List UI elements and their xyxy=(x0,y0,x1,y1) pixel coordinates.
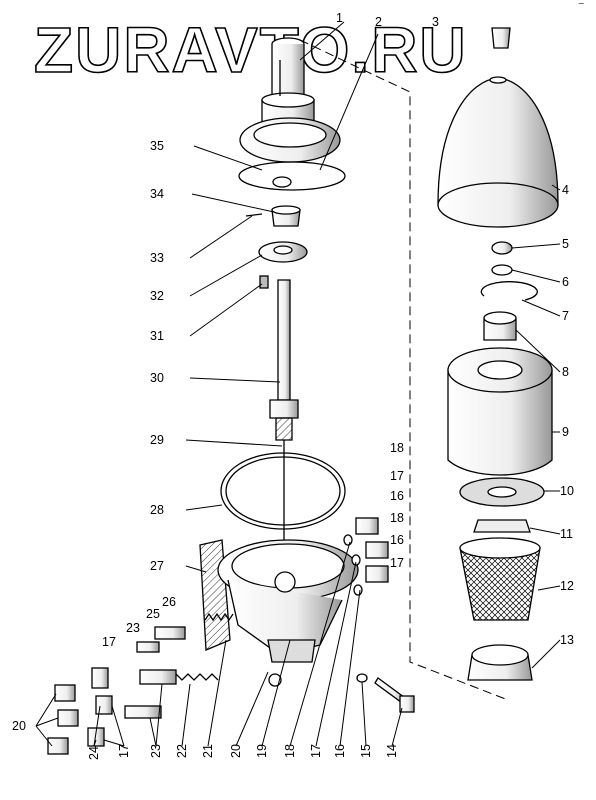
part-rotor-9 xyxy=(447,347,553,476)
label-10: 10 xyxy=(560,484,574,498)
label-31: 31 xyxy=(150,329,164,343)
label-15: 15 xyxy=(359,744,373,758)
label-29: 29 xyxy=(150,433,164,447)
label-32: 32 xyxy=(150,289,164,303)
label-17-bottom-b: 17 xyxy=(309,744,323,758)
label-20-left: 20 xyxy=(12,719,26,733)
label-24: 24 xyxy=(87,746,101,760)
label-16-mid: 16 xyxy=(390,533,404,547)
part-plate-11 xyxy=(473,519,531,533)
watermark-text: ZURAVTO.RU xyxy=(34,14,468,86)
part-pin-33 xyxy=(245,213,263,217)
assembly-dashed-line xyxy=(299,39,509,701)
label-22: 22 xyxy=(175,744,189,758)
label-8: 8 xyxy=(562,365,569,379)
part-sleeve-8 xyxy=(483,311,517,341)
label-26: 26 xyxy=(162,595,176,609)
label-17-left: 17 xyxy=(102,635,116,649)
corner-mark: ⁻ xyxy=(578,0,585,13)
label-18-top: 18 xyxy=(390,441,404,455)
part-washer-6 xyxy=(491,264,513,276)
part-base-13 xyxy=(467,644,533,681)
label-6: 6 xyxy=(562,275,569,289)
label-28: 28 xyxy=(150,503,164,517)
label-11: 11 xyxy=(560,527,573,541)
part-springs-valves xyxy=(124,612,234,719)
part-nut-34 xyxy=(271,205,301,227)
label-17-top: 17 xyxy=(390,469,404,483)
label-2: 2 xyxy=(375,15,382,29)
label-14: 14 xyxy=(385,744,399,758)
label-20-bottom: 20 xyxy=(229,744,243,758)
part-screen-12 xyxy=(459,537,541,621)
part-nut-5 xyxy=(491,241,513,255)
label-17-mid: 17 xyxy=(390,556,404,570)
part-washer-32 xyxy=(258,241,308,263)
part-shaft-30 xyxy=(269,279,299,441)
label-16-top: 16 xyxy=(390,489,404,503)
label-30: 30 xyxy=(150,371,164,385)
label-27: 27 xyxy=(150,559,164,573)
label-13: 13 xyxy=(560,633,574,647)
part-cap-3 xyxy=(491,27,511,49)
label-18-mid: 18 xyxy=(390,511,404,525)
part-bowl-4 xyxy=(437,76,559,228)
part-bolt-14-15 xyxy=(356,673,415,713)
label-34: 34 xyxy=(150,187,164,201)
label-19: 19 xyxy=(255,744,269,758)
label-17-bottom-a: 17 xyxy=(117,744,131,758)
label-4: 4 xyxy=(562,183,569,197)
label-7: 7 xyxy=(562,309,569,323)
part-gasket-28 xyxy=(220,452,346,530)
part-clip-31 xyxy=(259,275,269,289)
label-18-bottom: 18 xyxy=(283,744,297,758)
part-disk-10 xyxy=(459,477,545,507)
leader-lines xyxy=(35,21,561,747)
part-ring-7 xyxy=(480,281,538,301)
label-12: 12 xyxy=(560,579,574,593)
label-9: 9 xyxy=(562,425,569,439)
part-fittings-right xyxy=(343,517,389,596)
label-23-top: 23 xyxy=(126,621,140,635)
part-ring-2 xyxy=(238,161,346,191)
label-21: 21 xyxy=(201,744,215,758)
label-23-bottom: 23 xyxy=(149,744,163,758)
part-plugs-20-24 xyxy=(47,667,113,755)
part-rotor-top xyxy=(239,37,341,163)
label-3: 3 xyxy=(432,15,439,29)
label-35: 35 xyxy=(150,139,164,153)
label-33: 33 xyxy=(150,251,164,265)
label-1: 1 xyxy=(336,11,343,25)
label-25: 25 xyxy=(146,607,160,621)
part-housing-27 xyxy=(199,539,359,687)
label-5: 5 xyxy=(562,237,569,251)
label-16-bottom: 16 xyxy=(333,744,347,758)
